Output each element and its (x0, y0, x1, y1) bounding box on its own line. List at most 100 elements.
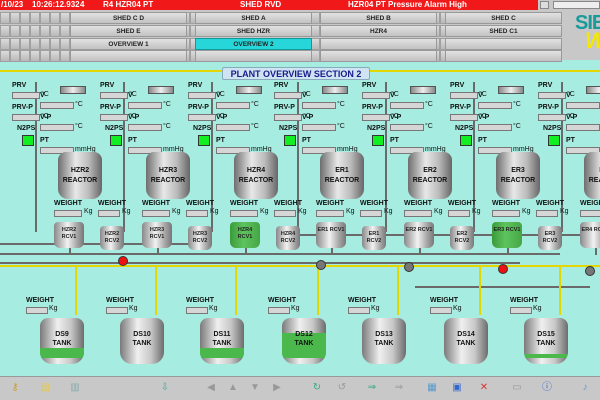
arrow-down-icon[interactable]: ▼ (250, 382, 260, 393)
receiver-vessel[interactable]: ER1 RCV1 (316, 222, 346, 248)
network-icon[interactable]: ▭ (512, 382, 522, 393)
n2ps-status-indicator[interactable] (284, 135, 296, 146)
receiver-vessel[interactable]: HZR3 RCV2 (188, 226, 212, 250)
sound-icon[interactable]: ♪ (582, 382, 588, 393)
v-p-label: V-P (478, 114, 490, 121)
close-file-icon[interactable]: ✕ (479, 382, 489, 393)
key-icon[interactable]: ⚷ (11, 382, 19, 393)
nav-button-shed-e[interactable]: SHED E (70, 25, 187, 37)
refresh-icon[interactable]: ↻ (312, 382, 322, 393)
redo-icon[interactable]: ↺ (337, 382, 347, 393)
weight-value (536, 210, 558, 217)
nav-button-shed-a[interactable]: SHED A (195, 12, 312, 24)
nav-button-shed-c1[interactable]: SHED C1 (445, 25, 562, 37)
nav-button-empty[interactable] (445, 38, 562, 50)
nav-button-hzr4[interactable]: HZR4 (320, 25, 437, 37)
prv-value (274, 92, 302, 99)
nav-button-shed-c-d[interactable]: SHED C D (70, 12, 187, 24)
yellow-tank-pipe (0, 265, 600, 267)
arrow-left-icon[interactable]: ◀ (207, 382, 215, 393)
tank-type: TANK (212, 340, 232, 347)
alarm-priority: 4 (80, 0, 85, 9)
n2ps-status-indicator[interactable] (110, 135, 122, 146)
arrow-up-icon[interactable]: ▲ (228, 382, 238, 393)
arrow-right-icon[interactable]: ▶ (273, 382, 281, 393)
screen-in-icon[interactable]: ⇒ (367, 382, 377, 393)
alarm-bar[interactable]: /10/23 10:26:12.932 4 R4 HZR04 PT SHED R… (0, 0, 538, 10)
logo-text: SIE (575, 12, 600, 34)
import-icon[interactable]: ⇩ (160, 382, 170, 393)
alarm-area: SHED RVD (240, 0, 282, 9)
receiver-vessel[interactable]: ER1 RCV2 (362, 226, 386, 250)
receiver-vessel[interactable]: ER3 RCV1 (492, 222, 522, 248)
pump-icon[interactable] (404, 262, 414, 272)
save-icon[interactable]: ▣ (452, 382, 462, 393)
nav-button-overview-2[interactable]: OVERVIEW 2 (195, 38, 312, 50)
tank-weight-value (430, 307, 452, 314)
receiver-vessel[interactable]: ER4 RCV1 (580, 222, 600, 248)
weight-value (230, 210, 258, 217)
pump-icon[interactable] (316, 260, 326, 270)
receiver-vessel[interactable]: HZR3 RCV1 (142, 222, 172, 248)
pump-icon[interactable] (585, 266, 595, 276)
reactor-vessel[interactable]: ER4REACTOR (584, 152, 600, 199)
receiver-vessel[interactable]: ER2 RCV2 (450, 226, 474, 250)
prv-p-unit: °C (479, 113, 487, 120)
nav-button-shed-hzr[interactable]: SHED HZR (195, 25, 312, 37)
tank-type: TANK (536, 340, 556, 347)
n2ps-status-indicator[interactable] (548, 135, 560, 146)
n2ps-status-indicator[interactable] (460, 135, 472, 146)
tank-name: DS9 (55, 331, 69, 338)
receiver-vessel[interactable]: ER2 RCV1 (404, 222, 434, 248)
v-p-value (302, 124, 336, 131)
nav-button-shed-c[interactable]: SHED C (445, 12, 562, 24)
pump-alarm-icon[interactable] (118, 256, 128, 266)
nav-button-empty[interactable] (70, 50, 187, 62)
receiver-vessel[interactable]: HZR4 RCV1 (230, 222, 260, 248)
n2ps-status-indicator[interactable] (22, 135, 34, 146)
condenser (410, 86, 436, 94)
open-folder-icon[interactable]: ▦ (427, 382, 437, 393)
n2ps-status-indicator[interactable] (372, 135, 384, 146)
n2ps-status-indicator[interactable] (198, 135, 210, 146)
nav-button-overview-1[interactable]: OVERVIEW 1 (70, 38, 187, 50)
receiver-vessel[interactable]: HZR2 RCV2 (100, 226, 124, 250)
logo-sub: W (585, 28, 600, 54)
prv-p-label: PRV-P (188, 104, 209, 111)
weight-label: WEIGHT (448, 200, 476, 207)
alarm-acknowledge-icon[interactable] (540, 1, 549, 9)
v-label: V (566, 92, 571, 99)
pump-alarm-icon[interactable] (498, 264, 508, 274)
prv-unit: °C (303, 91, 311, 98)
nav-button-shed-b[interactable]: SHED B (320, 12, 437, 24)
notepad-icon[interactable]: ▤ (40, 382, 50, 393)
printer-icon[interactable]: ▥ (70, 382, 80, 393)
nav-grid-cell (60, 50, 70, 62)
receiver-vessel[interactable]: ER3 RCV2 (538, 226, 562, 250)
screen-out-icon[interactable]: ⇒ (394, 382, 404, 393)
nav-button-empty[interactable] (195, 50, 312, 62)
nav-button-empty[interactable] (445, 50, 562, 62)
drain-pipe (331, 247, 333, 255)
nav-button-empty[interactable] (320, 38, 437, 50)
nav-button-empty[interactable] (320, 50, 437, 62)
tank-level-fill (524, 353, 568, 358)
tank-weight-label: WEIGHT (268, 297, 296, 304)
receiver-vessel[interactable]: HZR2 RCV1 (54, 222, 84, 248)
drain-pipe (507, 247, 509, 255)
receiver-vessel[interactable]: HZR4 RCV2 (276, 226, 300, 250)
info-icon[interactable]: ⓘ (542, 382, 552, 393)
